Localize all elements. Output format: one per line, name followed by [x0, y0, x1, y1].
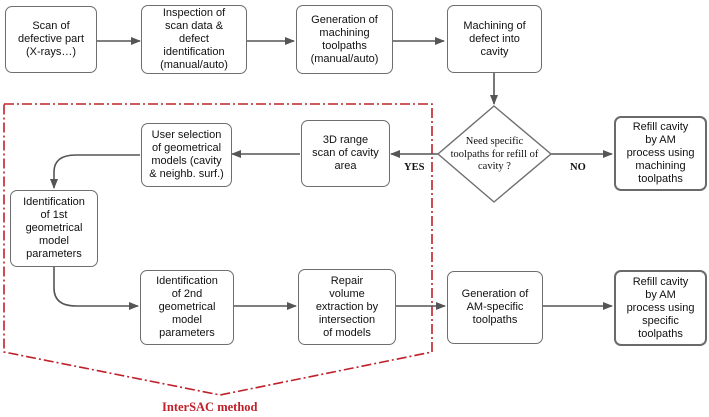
arrow-selection-to-identification1 — [50, 154, 140, 189]
intersac-region-outline — [3, 103, 433, 396]
yes-label: YES — [404, 162, 425, 173]
range-scan-box: 3D range scan of cavity area — [301, 120, 390, 187]
arrow-identification1-to-identification2 — [53, 267, 139, 310]
inspection-box: Inspection of scan data & defect identif… — [141, 5, 247, 74]
no-label: NO — [570, 162, 586, 173]
refill-cavity-specific-box: Refill cavity by AM process using specif… — [614, 270, 707, 346]
decision-diamond — [436, 105, 553, 203]
repair-volume-box: Repair volume extraction by intersection… — [298, 269, 396, 345]
decision-question-text: Need specific toolpaths for refill of ca… — [450, 136, 539, 172]
intersac-method-label: InterSAC method — [162, 400, 258, 414]
identification-1st-box: Identification of 1st geometrical model … — [10, 190, 98, 267]
generation-am-toolpaths-box: Generation of AM-specific toolpaths — [447, 271, 543, 344]
machining-defect-box: Machining of defect into cavity — [447, 5, 542, 73]
scan-defective-part-box: Scan of defective part (X-rays…) — [5, 6, 97, 73]
identification-2nd-box: Identification of 2nd geometrical model … — [140, 270, 234, 345]
refill-cavity-machining-box: Refill cavity by AM process using machin… — [614, 116, 707, 191]
generation-machining-toolpaths-box: Generation of machining toolpaths (manua… — [296, 5, 393, 74]
user-selection-box: User selection of geometrical models (ca… — [141, 123, 232, 187]
